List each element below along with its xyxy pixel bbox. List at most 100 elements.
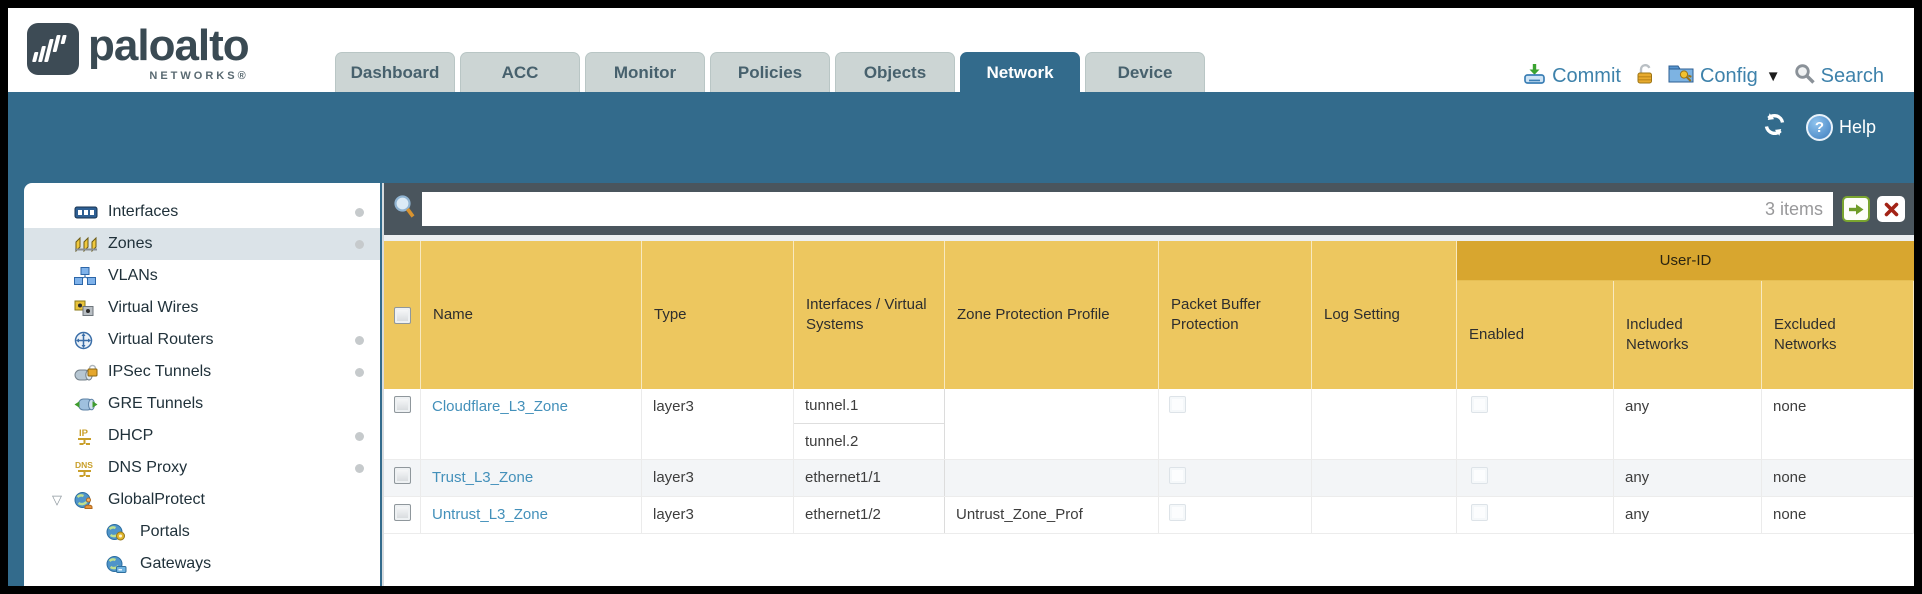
sidebar-item-ipsec-tunnels[interactable]: IPSec Tunnels [24,356,380,388]
sidebar-item-gateways[interactable]: Gateways [24,548,380,580]
zones-main-panel: 3 items Name Type Interfaces / Virtual S… [382,183,1914,586]
zone-name-link[interactable]: Trust_L3_Zone [432,469,534,486]
expand-arrow-icon[interactable]: ▽ [52,492,62,507]
tab-device[interactable]: Device [1085,52,1205,92]
sidebar-item-label: Portals [140,523,190,540]
tab-dashboard[interactable]: Dashboard [335,52,455,92]
status-dot [355,335,364,345]
cell-packet-buffer-protection [1159,497,1312,533]
row-checkbox[interactable] [393,467,411,484]
sidebar-item-label: Virtual Wires [108,299,199,316]
lock-icon[interactable] [1634,63,1655,90]
tab-objects[interactable]: Objects [835,52,955,92]
apply-filter-button[interactable] [1842,196,1870,222]
cell-packet-buffer-protection [1159,460,1312,496]
globalprotect-icon [74,491,100,510]
filter-bar: 3 items [384,183,1914,235]
column-header-packet-buffer-protection[interactable]: Packet Buffer Protection [1159,241,1312,389]
svg-text:DNS: DNS [75,460,93,470]
sidebar-item-label: DHCP [108,427,154,444]
sidebar-item-virtual-wires[interactable]: Virtual Wires [24,292,380,324]
portals-icon [106,523,132,542]
tab-acc[interactable]: ACC [460,52,580,92]
virtual-wires-icon [74,300,100,317]
ipsec-tunnels-icon [74,364,100,381]
commit-label: Commit [1552,64,1621,87]
packet-buffer-protection-checkbox [1169,467,1186,484]
column-header-zone-protection-profile[interactable]: Zone Protection Profile [945,241,1159,389]
cell-log-setting [1312,460,1457,496]
cell-user-id-enabled [1457,389,1614,459]
user-id-enabled-checkbox [1471,396,1488,413]
row-checkbox[interactable] [393,396,411,413]
cell-type: layer3 [642,497,794,533]
packet-buffer-protection-checkbox [1169,396,1186,413]
teal-banner: ? Help [8,92,1914,183]
config-button[interactable]: Config ▼ [1668,62,1781,90]
dhcp-icon: IP [74,427,100,446]
refresh-icon[interactable] [1761,112,1788,142]
select-all-checkbox[interactable] [393,306,411,324]
sidebar-item-label: IPSec Tunnels [108,363,212,380]
zone-name-link[interactable]: Untrust_L3_Zone [432,506,548,523]
sidebar-item-interfaces[interactable]: Interfaces [24,196,380,228]
sidebar-item-globalprotect[interactable]: ▽ GlobalProtect [24,484,380,516]
row-checkbox[interactable] [393,504,411,521]
cell-name: Cloudflare_L3_Zone [421,389,642,459]
column-header-interfaces[interactable]: Interfaces / Virtual Systems [794,241,945,389]
toolbar-actions: Commit Config ▼ Search [1523,56,1884,96]
sidebar-item-zones[interactable]: Zones [24,228,380,260]
svg-text:IP: IP [79,428,89,439]
config-icon [1668,62,1694,90]
filter-magnifier-icon [393,194,416,225]
status-dot [355,367,364,377]
packet-buffer-protection-checkbox [1169,504,1186,521]
clear-filter-button[interactable] [1877,196,1905,222]
sidebar-item-dhcp[interactable]: IP DHCP [24,420,380,452]
zone-name-link[interactable]: Cloudflare_L3_Zone [432,398,568,415]
sidebar-item-label: Virtual Routers [108,331,214,348]
cell-name: Trust_L3_Zone [421,460,642,496]
column-header-type[interactable]: Type [642,241,794,389]
cell-excluded-networks: none [1762,497,1914,533]
sidebar-item-vlans[interactable]: VLANs [24,260,380,292]
zones-icon [74,236,100,252]
interface-entry: tunnel.1 [794,389,944,424]
tab-monitor[interactable]: Monitor [585,52,705,92]
sidebar-item-label: Interfaces [108,203,179,220]
sidebar-item-label: VLANs [108,267,158,284]
sidebar-item-virtual-routers[interactable]: Virtual Routers [24,324,380,356]
column-header-enabled[interactable]: Enabled [1457,281,1614,389]
interfaces-icon [74,205,100,220]
column-header-log-setting[interactable]: Log Setting [1312,241,1457,389]
status-dot [355,431,364,441]
column-header-included-networks[interactable]: Included Networks [1614,281,1762,389]
logo-text: paloalto NETWORKS® [88,22,250,83]
cell-included-networks: any [1614,460,1762,496]
sidebar-item-gre-tunnels[interactable]: GRE Tunnels [24,388,380,420]
column-header-excluded-networks[interactable]: Excluded Networks [1762,281,1914,389]
cell-user-id-enabled [1457,460,1614,496]
cell-log-setting [1312,497,1457,533]
help-icon: ? [1805,113,1833,141]
commit-button[interactable]: Commit [1523,62,1621,91]
search-button[interactable]: Search [1794,63,1884,90]
sidebar-item-portals[interactable]: Portals [24,516,380,548]
tab-policies[interactable]: Policies [710,52,830,92]
sidebar-item-label: GlobalProtect [108,491,205,508]
virtual-routers-icon [74,331,100,350]
filter-input[interactable] [422,194,1765,224]
cell-name: Untrust_L3_Zone [421,497,642,533]
cell-type: layer3 [642,389,794,459]
gre-tunnels-icon [74,397,100,412]
tab-network[interactable]: Network [960,52,1080,92]
help-button[interactable]: ? Help [1805,113,1876,141]
column-header-name[interactable]: Name [421,241,642,389]
